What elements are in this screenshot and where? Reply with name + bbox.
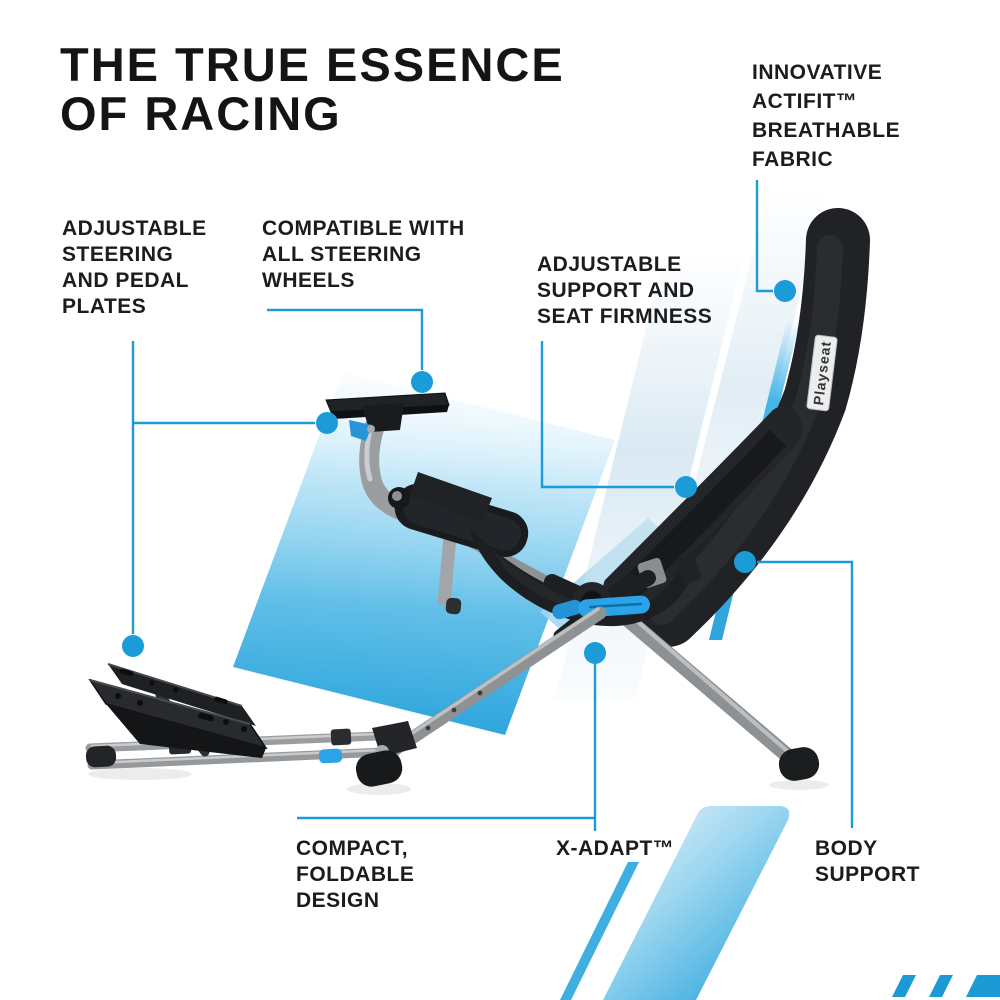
seat-strap-flap <box>410 472 492 523</box>
callout-adjustable-support: ADJUSTABLE SUPPORT AND SEAT FIRMNESS <box>537 253 713 328</box>
connector-innovative <box>755 180 773 293</box>
pedal-plate-holes <box>115 668 247 732</box>
callout-connectors <box>131 180 854 831</box>
backrest-pad-mesh <box>649 235 843 625</box>
front-foot <box>355 750 403 787</box>
brand-label-plate: Playseat <box>806 334 838 412</box>
rail-end-cap <box>85 745 117 768</box>
background-blue-parallelogram <box>233 372 615 735</box>
rail-clamp-blue <box>318 748 343 764</box>
pedal-plate-underside <box>106 704 266 758</box>
corner-slash-2 <box>929 975 953 997</box>
front-leg-tube <box>375 606 607 765</box>
dot-xadapt <box>584 642 606 664</box>
rail-clamp-black-right <box>330 728 352 746</box>
connector-body <box>757 560 854 828</box>
callout-x-adapt: X-ADAPT™ <box>556 837 675 860</box>
corner-slash-bar <box>966 975 1000 997</box>
callout-compatible-wheels: COMPATIBLE WITH ALL STEERING WHEELS <box>262 217 465 292</box>
callout-adjustable-steering: ADJUSTABLE STEERING AND PEDAL PLATES <box>62 217 207 318</box>
background-xadapt-thin-stripe <box>560 862 639 1000</box>
steering-blue-clamp <box>349 420 372 441</box>
dot-pedal-plate <box>122 635 144 657</box>
x-adapt-slider-tab <box>552 599 582 620</box>
rear-leg-tube <box>604 598 803 770</box>
corner-slash-1 <box>892 975 916 997</box>
pedal-plate-main-edge <box>89 679 251 725</box>
hanging-rod-cap <box>445 597 462 615</box>
connector-compatible <box>267 308 424 370</box>
callout-dots <box>122 280 796 664</box>
strap-tab <box>675 554 701 585</box>
dot-steering-plate <box>316 412 338 434</box>
rear-leg-highlight <box>613 600 795 758</box>
dot-innovative <box>774 280 796 302</box>
dot-support <box>675 476 697 498</box>
rear-foot <box>778 747 820 781</box>
steering-plate-bracket <box>362 403 404 432</box>
x-adapt-slider-groove <box>588 602 643 609</box>
backrest-bolster-mesh <box>617 430 786 598</box>
callout-compact-foldable: COMPACT, FOLDABLE DESIGN <box>296 837 415 912</box>
callout-body-support: BODY SUPPORT <box>815 837 921 886</box>
racing-seat: Playseat <box>85 208 870 787</box>
callout-innovative-actifit: INNOVATIVE ACTIFIT™ BREATHABLE FABRIC <box>752 61 901 171</box>
brand-label: Playseat <box>810 340 834 406</box>
seat-sleeve-fabric <box>394 483 529 557</box>
connector-support <box>540 341 674 489</box>
steering-knob <box>367 425 375 433</box>
front-leg-highlight <box>382 607 600 754</box>
pedal-plate-upper <box>108 664 256 726</box>
dot-compatible <box>411 371 433 393</box>
hanging-rod <box>437 527 457 606</box>
page-title: THE TRUE ESSENCE OF RACING <box>60 38 565 140</box>
sleeve-end-cap-metal <box>392 491 402 501</box>
corner-slashes <box>892 975 1000 997</box>
background-xadapt-band <box>603 806 790 1000</box>
floor-shadows <box>88 768 829 795</box>
dot-body <box>734 551 756 573</box>
